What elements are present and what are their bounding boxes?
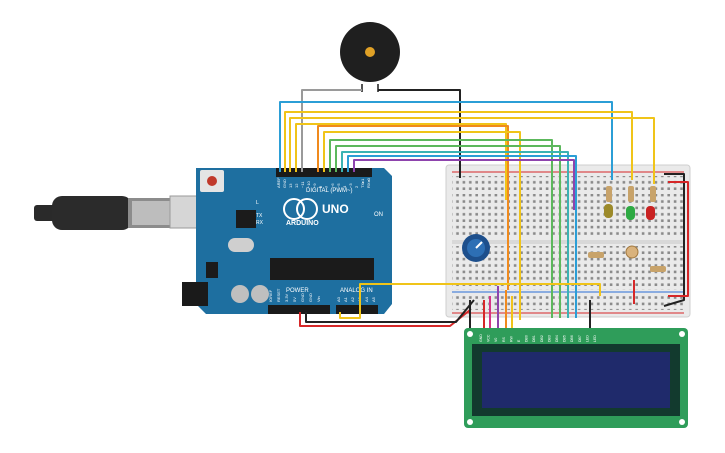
- lcd-pin-label-4: RW: [509, 336, 513, 342]
- arduino-model-label: UNO: [322, 202, 349, 216]
- wires: [279, 89, 689, 328]
- power-pin-label-5: GND: [308, 293, 313, 302]
- power-pin-label-4: GND: [300, 293, 305, 302]
- digital-pin-label-9: ~6: [330, 183, 335, 188]
- power-pin-label-1: RESET: [276, 288, 281, 302]
- power-header: [268, 305, 330, 314]
- digital-pin-label-2: 13: [288, 183, 293, 188]
- power-pin-label-6: Vin: [316, 296, 321, 302]
- digital-pin-label-8: 7: [324, 185, 329, 188]
- on-led-label: ON: [374, 212, 383, 218]
- wire-orange-1: [317, 125, 509, 290]
- wire-yellow-analog: [339, 283, 601, 319]
- digital-pin-label-10: ~5: [336, 183, 341, 188]
- wire-black-ground: [305, 299, 475, 323]
- power-label: POWER: [286, 288, 309, 294]
- lcd-pin-label-14: LED: [585, 335, 589, 342]
- arduino-uno-board: ARDUINO UNO DIGITAL (PWM~) POWER ANALOG …: [182, 168, 392, 314]
- digital-pin-label-11: 4: [342, 185, 347, 188]
- analog-pin-label-4: A4: [364, 296, 369, 302]
- lcd-pin-label-5: E: [517, 339, 521, 342]
- digital-pin-label-3: 12: [294, 183, 299, 188]
- lcd-pin-label-9: DB3: [547, 335, 551, 342]
- digital-pin-label-15: RX◂0: [366, 177, 371, 188]
- analog-pin-label-0: A0: [336, 296, 341, 302]
- wire-red-right: [668, 181, 689, 297]
- lcd-pin-label-11: DB5: [563, 335, 567, 342]
- resistors: [588, 186, 666, 272]
- potentiometer[interactable]: [462, 234, 490, 262]
- wire-blue-led: [279, 101, 613, 180]
- digital-pin-label-0: AREF: [276, 177, 281, 188]
- wire-green-1: [329, 139, 553, 318]
- rx-led-label: RX: [256, 220, 264, 226]
- power-pin-label-0: IOREF: [268, 289, 273, 302]
- wire-yellow-pot: [295, 123, 507, 200]
- lcd-pin-label-13: DB7: [578, 335, 582, 342]
- analog-pin-label-1: A1: [343, 296, 348, 302]
- wire-blue-2: [347, 155, 577, 318]
- lcd-screen: [482, 352, 670, 408]
- leds: [604, 204, 655, 220]
- digital-header: [276, 168, 372, 177]
- lcd-pin-label-15: LED: [593, 335, 597, 342]
- lcd-pin-label-7: DB1: [532, 335, 536, 342]
- piezo-buzzer: [340, 22, 400, 92]
- wire-purple: [353, 159, 575, 210]
- power-pin-label-2: 3.3V: [284, 293, 289, 302]
- lcd-pin-label-0: GND: [479, 334, 483, 342]
- wire-teal-1: [341, 151, 569, 318]
- usb-cable: [34, 195, 207, 230]
- digital-pin-label-12: ~3: [348, 183, 353, 188]
- lcd-pin-label-8: DB2: [540, 335, 544, 342]
- lcd-pin-label-10: DB4: [555, 335, 559, 342]
- lcd-pin-label-2: V0: [494, 338, 498, 342]
- analog-pin-label-5: A5: [371, 296, 376, 302]
- lcd-pin-label-6: DB0: [525, 335, 529, 342]
- l-led-label: L: [256, 200, 259, 206]
- digital-pin-label-7: 8: [318, 185, 323, 188]
- analog-pin-label-2: A2: [350, 296, 355, 302]
- wire-yellow-2: [323, 131, 521, 320]
- tx-led-label: TX: [256, 213, 263, 219]
- analog-in-label: ANALOG IN: [340, 288, 373, 294]
- arduino-brand-label: ARDUINO: [286, 220, 319, 227]
- wire-yellow-led-2: [289, 117, 655, 184]
- digital-pin-label-4: ~11: [300, 181, 305, 188]
- digital-pin-label-5: ~10: [306, 180, 311, 188]
- lcd-pin-label-3: RS: [502, 336, 506, 342]
- digital-pin-label-6: ~9: [312, 183, 317, 188]
- digital-pin-label-14: TX▸1: [360, 178, 365, 188]
- lcd-pin-label-12: DB6: [570, 335, 574, 342]
- wire-black-right: [663, 173, 685, 307]
- digital-pin-label-1: GND: [282, 179, 287, 188]
- power-pin-label-3: 5V: [292, 297, 297, 302]
- wire-gray-buzzer: [301, 89, 362, 172]
- microcontroller-chip: [270, 258, 374, 280]
- photoresistor: [625, 245, 639, 259]
- wire-black-buzzer: [378, 89, 461, 178]
- digital-pin-label-13: 2: [354, 185, 359, 188]
- wire-yellow-led-1: [284, 111, 633, 180]
- lcd-pin-label-1: VCC: [487, 334, 491, 342]
- analog-header: [336, 305, 378, 314]
- digital-pwm-label: DIGITAL (PWM~): [306, 188, 353, 194]
- wire-green-2: [335, 145, 561, 318]
